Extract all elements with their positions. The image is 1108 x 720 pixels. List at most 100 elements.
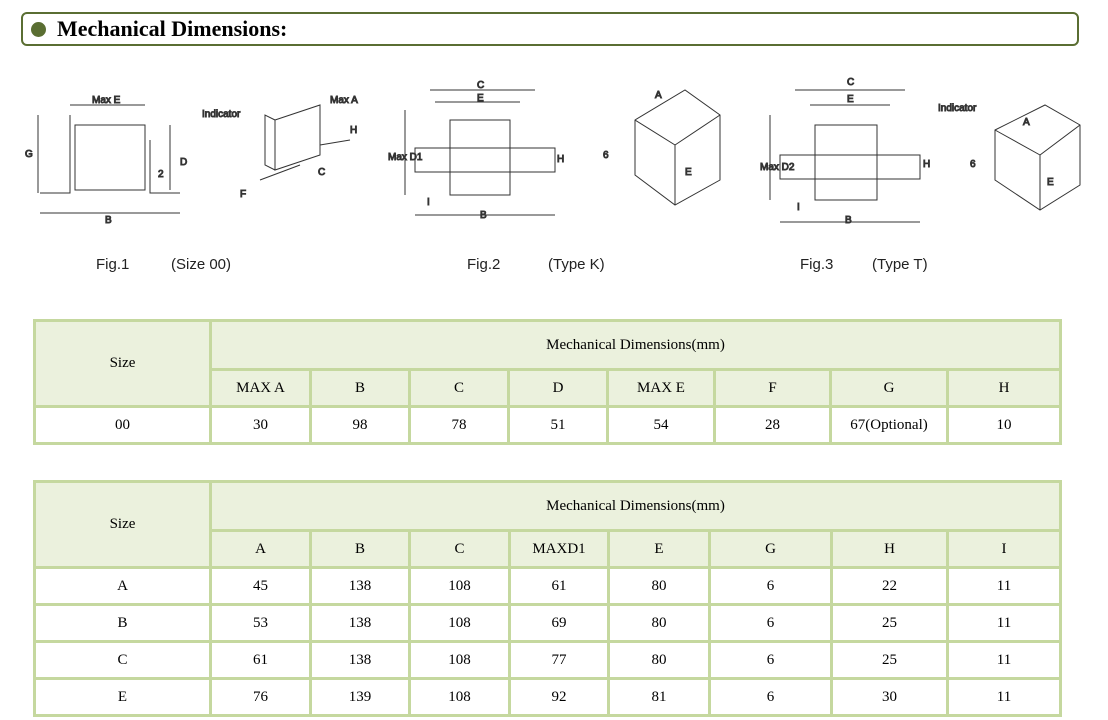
column-header: A <box>209 529 312 569</box>
value-cell: 76 <box>209 677 312 717</box>
value-cell: 11 <box>946 677 1062 717</box>
column-header: B <box>309 529 411 569</box>
dim-label: C <box>318 167 325 178</box>
value-cell: 139 <box>309 677 411 717</box>
dim-label: 6 <box>970 159 976 170</box>
dim-label: H <box>350 125 357 136</box>
fig3-caption: Fig.3 <box>800 256 834 273</box>
group-header: Mechanical Dimensions(mm) <box>209 319 1062 371</box>
value-cell: 53 <box>209 603 312 643</box>
value-cell: 54 <box>606 405 716 445</box>
dim-label: B <box>480 210 487 221</box>
dim-label: E <box>847 94 854 105</box>
dim-label: G <box>25 149 33 160</box>
value-cell: 6 <box>708 566 833 606</box>
dim-label: 6 <box>603 150 609 161</box>
column-header: G <box>829 368 949 408</box>
value-cell: 78 <box>408 405 510 445</box>
dim-label: H <box>557 154 564 165</box>
value-cell: 10 <box>946 405 1062 445</box>
value-cell: 30 <box>209 405 312 445</box>
section-title: Mechanical Dimensions: <box>57 16 288 41</box>
value-cell: 6 <box>708 603 833 643</box>
size-cell: 00 <box>33 405 212 445</box>
dim-label: I <box>797 202 800 213</box>
dim-label: B <box>105 215 112 225</box>
value-cell: 108 <box>408 566 511 606</box>
size-header: Size <box>33 480 212 569</box>
column-header: C <box>408 529 511 569</box>
fig2-type: (Type K) <box>548 256 605 273</box>
value-cell: 30 <box>830 677 949 717</box>
column-header: B <box>309 368 411 408</box>
fig3-type: (Type T) <box>872 256 928 273</box>
fig1-caption: Fig.1 <box>96 256 130 273</box>
dim-label: 2 <box>158 169 164 180</box>
dim-label: E <box>1047 177 1054 188</box>
section-header: Mechanical Dimensions: <box>21 12 1079 46</box>
size-cell: E <box>33 677 212 717</box>
value-cell: 25 <box>830 640 949 680</box>
dim-label: A <box>655 90 662 101</box>
value-cell: 45 <box>209 566 312 606</box>
value-cell: 98 <box>309 405 411 445</box>
column-header: C <box>408 368 510 408</box>
value-cell: 11 <box>946 566 1062 606</box>
fig2-caption: Fig.2 <box>467 256 501 273</box>
value-cell: 138 <box>309 566 411 606</box>
group-header: Mechanical Dimensions(mm) <box>209 480 1062 532</box>
dim-label: E <box>477 93 484 104</box>
dim-label: I <box>427 197 430 208</box>
dim-label: E <box>685 167 692 178</box>
column-header: MAXD1 <box>508 529 610 569</box>
column-header: E <box>607 529 711 569</box>
value-cell: 108 <box>408 603 511 643</box>
size-cell: C <box>33 640 212 680</box>
fig2-drawing: C E Max D1 H I B A 6 E <box>388 80 721 222</box>
value-cell: 67(Optional) <box>829 405 949 445</box>
value-cell: 69 <box>508 603 610 643</box>
dim-label: Indicator <box>202 109 241 120</box>
column-header: G <box>708 529 833 569</box>
value-cell: 22 <box>830 566 949 606</box>
column-header: MAX E <box>606 368 716 408</box>
dim-label: Max E <box>92 95 121 106</box>
fig3-drawing: C E Max D2 H I B Indicator A 6 E <box>760 77 1081 227</box>
column-header: MAX A <box>209 368 312 408</box>
size-cell: B <box>33 603 212 643</box>
column-header: D <box>507 368 609 408</box>
dim-label: F <box>240 189 246 200</box>
value-cell: 25 <box>830 603 949 643</box>
value-cell: 138 <box>309 603 411 643</box>
dim-label: Max A <box>330 95 358 106</box>
column-header: F <box>713 368 832 408</box>
value-cell: 81 <box>607 677 711 717</box>
value-cell: 80 <box>607 603 711 643</box>
dim-label: H <box>923 159 930 170</box>
dim-label: B <box>845 215 852 226</box>
column-header: I <box>946 529 1062 569</box>
value-cell: 80 <box>607 566 711 606</box>
size-header: Size <box>33 319 212 408</box>
value-cell: 138 <box>309 640 411 680</box>
dim-label: C <box>477 80 484 91</box>
value-cell: 92 <box>508 677 610 717</box>
column-header: H <box>946 368 1062 408</box>
dim-label: D <box>180 157 187 168</box>
value-cell: 80 <box>607 640 711 680</box>
value-cell: 77 <box>508 640 610 680</box>
dim-label: Max D1 <box>388 152 423 163</box>
bullet-icon <box>31 22 46 37</box>
value-cell: 6 <box>708 640 833 680</box>
column-header: H <box>830 529 949 569</box>
size-cell: A <box>33 566 212 606</box>
value-cell: 51 <box>507 405 609 445</box>
value-cell: 6 <box>708 677 833 717</box>
fig1-type: (Size 00) <box>171 256 232 273</box>
fig1-drawing: Max E G D 2 B Indicator Max A H C F <box>25 95 359 226</box>
